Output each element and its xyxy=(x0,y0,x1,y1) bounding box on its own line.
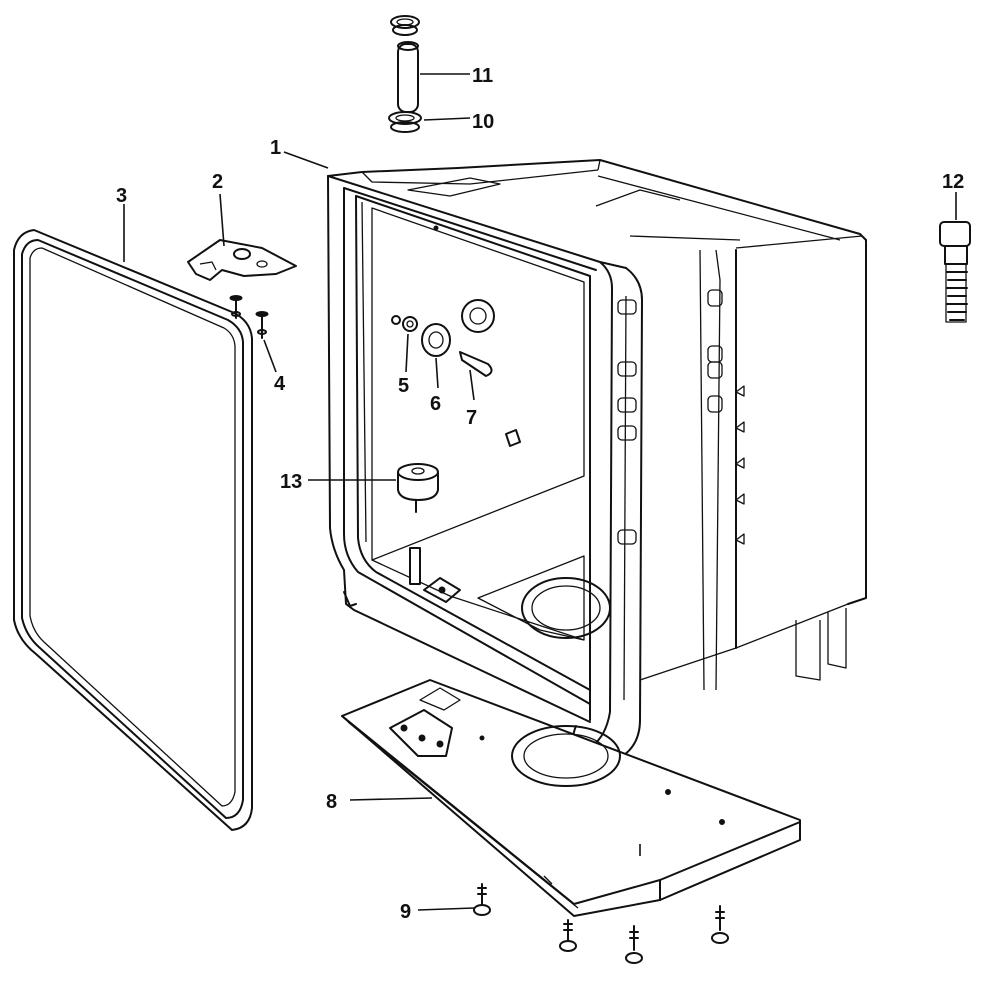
screw-part xyxy=(229,295,243,319)
screw-part xyxy=(625,925,643,964)
screw-part xyxy=(473,883,491,916)
callout-5: 5 xyxy=(398,375,409,397)
callout-4: 4 xyxy=(274,373,286,395)
hose-clamp-bottom xyxy=(388,111,422,133)
callout-3: 3 xyxy=(116,185,127,207)
callout-9: 9 xyxy=(400,901,411,923)
leader-lines xyxy=(123,73,957,911)
callout-labels: 1 2 3 4 5 6 7 8 9 10 11 12 13 xyxy=(116,65,964,923)
callout-1: 1 xyxy=(270,137,281,159)
screw-part xyxy=(255,311,269,339)
callout-11: 11 xyxy=(472,65,493,87)
screw-part xyxy=(711,905,729,944)
screw-part xyxy=(559,919,577,952)
base-plate xyxy=(341,679,801,917)
callout-12: 12 xyxy=(942,171,964,193)
callout-7: 7 xyxy=(466,407,477,429)
callout-6: 6 xyxy=(430,393,441,415)
hose-clamp-top xyxy=(390,15,420,36)
callout-2: 2 xyxy=(212,171,223,193)
fitting-part xyxy=(939,221,971,323)
door-gasket xyxy=(13,229,253,831)
callout-13: 13 xyxy=(280,471,302,493)
hose-part xyxy=(397,41,419,113)
callout-8: 8 xyxy=(326,791,337,813)
float-part xyxy=(397,463,439,585)
tub-body xyxy=(327,159,867,772)
callout-10: 10 xyxy=(472,111,494,133)
hinge-bracket xyxy=(187,239,297,281)
